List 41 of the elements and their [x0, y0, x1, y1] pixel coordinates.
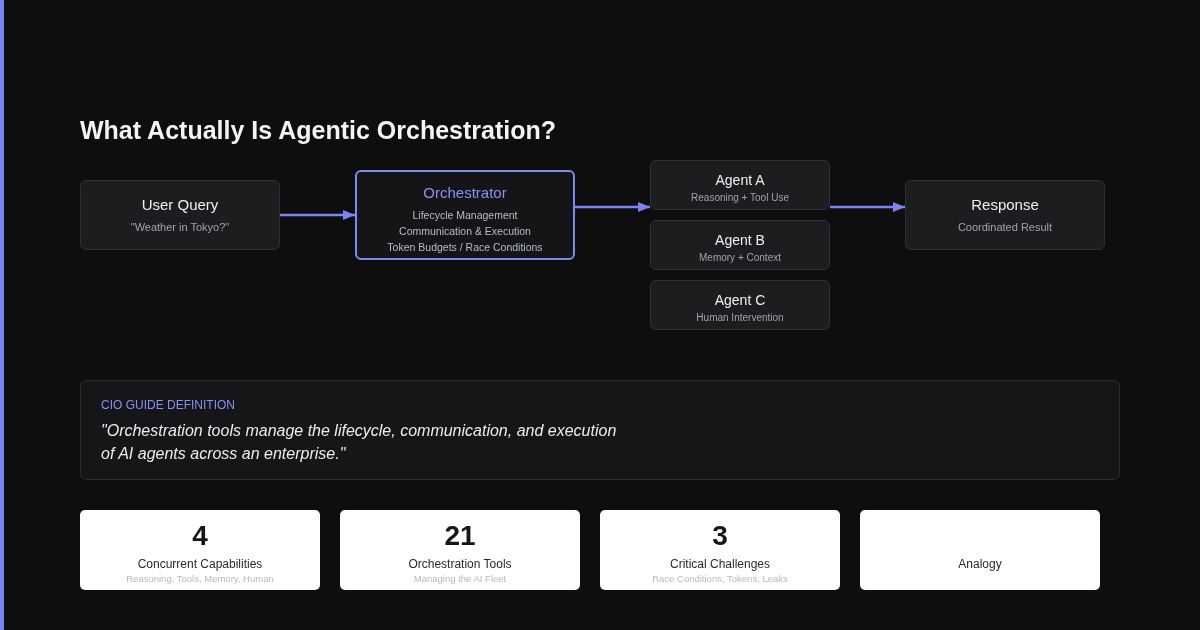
stat-label: Analogy [958, 557, 1002, 572]
arrow [575, 202, 650, 212]
box-subtitle: Reasoning + Tool Use [691, 191, 789, 204]
stat-caption: Reasoning, Tools, Memory, Human [126, 573, 274, 585]
quote-text: "Orchestration tools manage the lifecycle, communication, and execution of AI agents across an enterprise." [101, 421, 618, 464]
box-title: User Query [141, 196, 219, 214]
section-label: CIO GUIDE DEFINITION [101, 398, 235, 412]
definition-panel [80, 380, 1120, 480]
agent-box [650, 280, 830, 330]
stat-caption: Race Conditions, Tokens, Leaks [652, 573, 788, 585]
box-line: Token Budgets / Race Conditions [387, 240, 543, 255]
diagram-title: What Actually Is Agentic Orchestration? [80, 115, 556, 146]
stat-label: Critical Challenges [669, 557, 770, 572]
stat-card [600, 510, 840, 590]
stat-value: 4 [192, 520, 208, 552]
box-line: Lifecycle Management [412, 208, 518, 223]
arrow [280, 210, 355, 220]
process-box [80, 180, 280, 250]
stat-value: 21 [444, 520, 476, 552]
stat-card [340, 510, 580, 590]
box-subtitle: Human Intervention [696, 311, 784, 324]
stat-label: Orchestration Tools [408, 557, 512, 572]
stat-caption: Managing the AI Fleet [413, 573, 507, 585]
agent-box [650, 220, 830, 270]
orchestrator-box [355, 170, 575, 260]
box-line: Communication & Execution [399, 224, 531, 239]
agent-box [650, 160, 830, 210]
box-title: Orchestrator [423, 184, 507, 202]
stat-card [80, 510, 320, 590]
box-title: Agent A [715, 172, 765, 189]
box-subtitle: Memory + Context [699, 251, 781, 264]
stat-card [860, 510, 1100, 590]
box-title: Agent B [715, 232, 765, 249]
process-box [905, 180, 1105, 250]
box-subtitle: Coordinated Result [957, 220, 1053, 234]
arrow [830, 202, 905, 212]
box-title: Response [971, 196, 1039, 214]
stat-value: 3 [712, 520, 728, 552]
box-subtitle: "Weather in Tokyo?" [130, 220, 230, 234]
box-title: Agent C [714, 292, 766, 309]
stat-label: Concurrent Capabilities [137, 557, 263, 572]
